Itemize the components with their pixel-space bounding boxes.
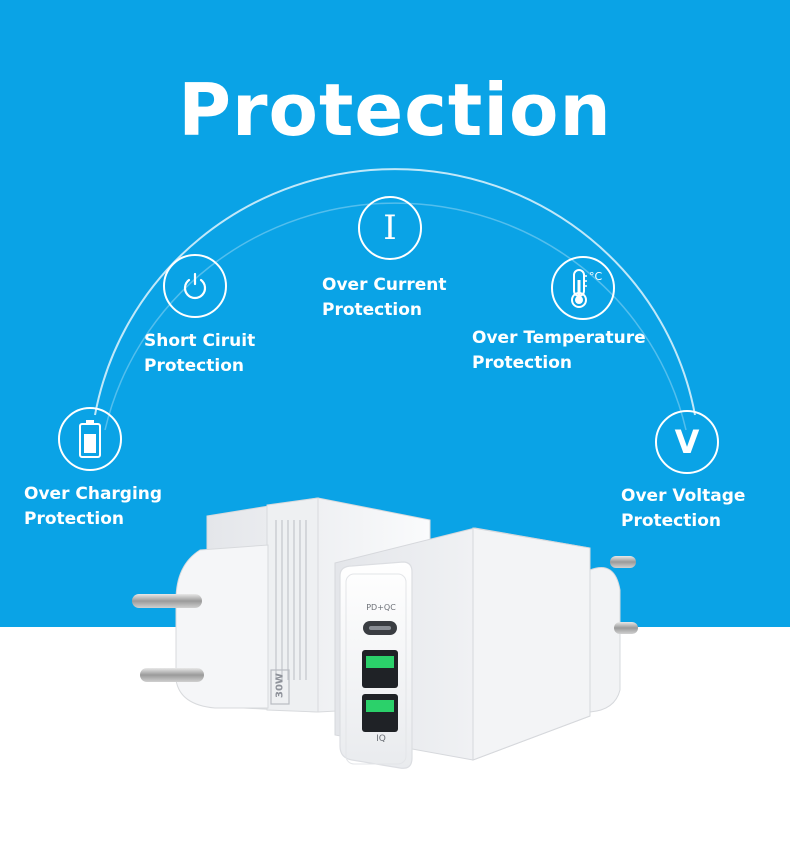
feature-label-line1: Over Current (322, 275, 447, 295)
feature-label-line2: Protection (322, 300, 422, 320)
svg-text:°C: °C (589, 270, 603, 283)
feature-label-line2: Protection (144, 356, 244, 376)
feature-label-line1: Over Voltage (621, 486, 746, 506)
wattage-badge: 30W (274, 673, 286, 698)
voltage-icon: V (655, 410, 719, 474)
voltage-glyph: V (674, 423, 700, 461)
front-charger (334, 527, 638, 769)
power-icon (163, 254, 227, 318)
feature-over-temperature: Over Temperature Protection (472, 326, 646, 376)
feature-label-line1: Over Charging (24, 484, 163, 504)
port-label-iq: IQ (376, 734, 386, 744)
feature-over-current: Over Current Protection (322, 273, 446, 323)
current-icon: I (358, 196, 422, 260)
feature-over-voltage: Over Voltage Protection (621, 484, 745, 534)
thermometer-icon: °C (551, 256, 615, 320)
feature-label-line2: Protection (472, 353, 572, 373)
port-label-pd-qc: PD+QC (366, 603, 396, 612)
feature-label-line2: Protection (24, 509, 124, 529)
back-charger (132, 497, 431, 713)
current-glyph: I (383, 208, 397, 248)
feature-label-line1: Short Ciruit (144, 331, 256, 351)
feature-label-line1: Over Temperature (472, 328, 646, 348)
battery-icon (58, 407, 122, 471)
feature-over-charging: Over Charging Protection (24, 482, 162, 532)
feature-short-circuit: Short Ciruit Protection (144, 329, 255, 379)
feature-label-line2: Protection (621, 511, 721, 531)
page-title: Protection (178, 68, 612, 152)
